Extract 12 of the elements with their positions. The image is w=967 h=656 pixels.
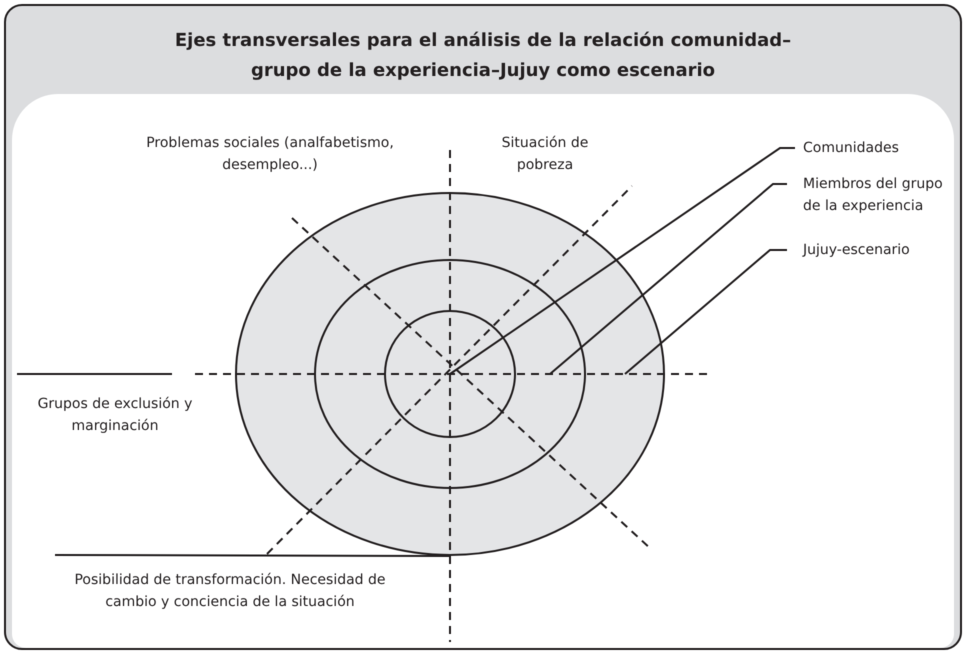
node-label: Comunidades xyxy=(803,139,900,158)
axis-label: Grupos de exclusión y marginación xyxy=(36,395,194,436)
axis-label: Situación de pobreza xyxy=(500,134,590,175)
leader-line xyxy=(624,249,787,375)
leader-line xyxy=(449,147,795,375)
axis-label: Problemas sociales (analfabetismo, desempleo...) xyxy=(145,134,395,175)
node-label: Miembros del grupo de la experiencia xyxy=(803,175,944,216)
diagram-title: Ejes transversales para el análisis de la relación comunidad–grupo de la experiencia–Jujuy como escenario xyxy=(174,29,792,83)
leader-line xyxy=(55,554,450,557)
node-label: Posibilidad de transformación. Necesidad de cambio y conciencia de la situación xyxy=(73,571,387,612)
node-label: Jujuy-escenario xyxy=(803,241,911,260)
leader-line xyxy=(549,183,787,375)
